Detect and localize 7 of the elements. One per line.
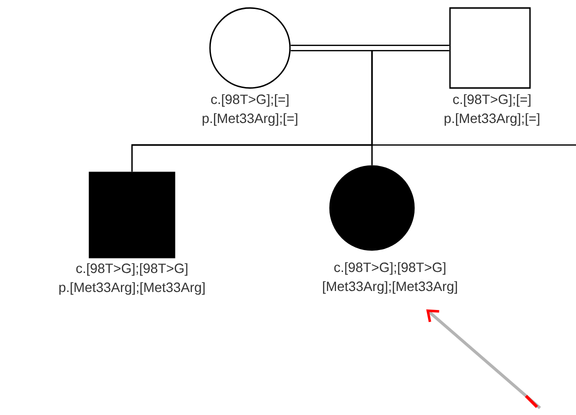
- descent-line: [371, 50, 373, 166]
- genotype-label: c.[98T>G];[98T>G] p.[Met33Arg];[Met33Arg]: [59, 263, 205, 295]
- genotype-label: c.[98T>G];[=] p.[Met33Arg];[=]: [202, 94, 298, 126]
- marriage-line: [290, 44, 450, 52]
- genotype-label: c.[98T>G];[98T>G] [Met33Arg];[Met33Arg]: [323, 262, 457, 294]
- genotype-label: c.[98T>G];[=] p.[Met33Arg];[=]: [444, 94, 540, 126]
- proband-arrow: [426, 309, 541, 410]
